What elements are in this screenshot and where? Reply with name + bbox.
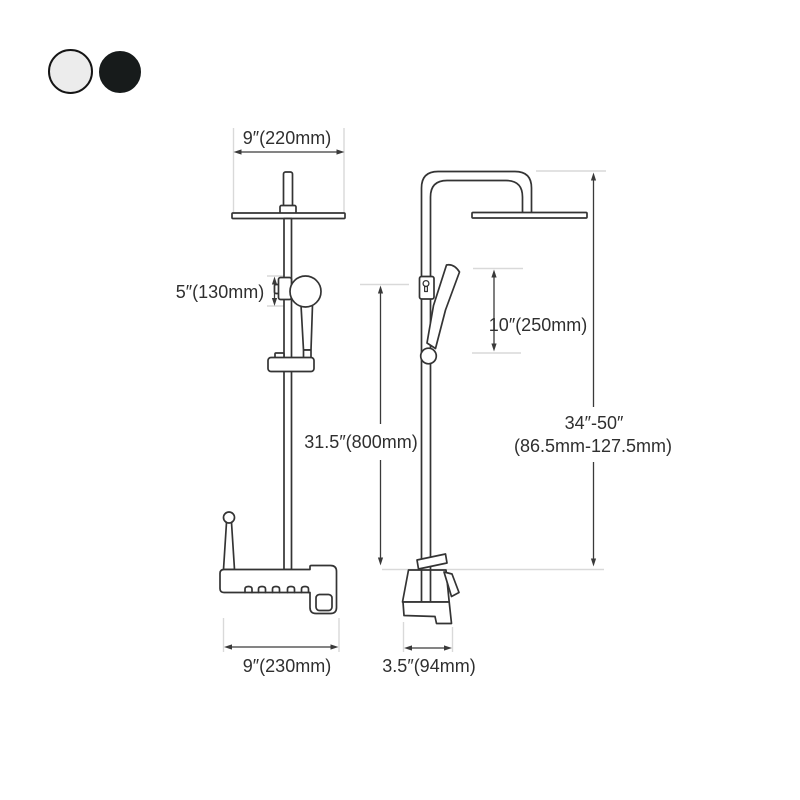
- dim-label-valve-depth: 3.5″(94mm): [382, 656, 475, 676]
- color-swatch-black[interactable]: [99, 50, 141, 93]
- handle-bar-side: [416, 553, 448, 570]
- hand-shower-handle: [300, 304, 314, 351]
- spout-side: [443, 571, 460, 598]
- valve-body-side: [401, 569, 451, 603]
- dimension-lines: [224, 149, 597, 651]
- dim-label-pole-height: 31.5″(800mm): [304, 432, 417, 452]
- valve-base-side: [402, 601, 453, 625]
- dimension-labels: 9″(220mm) 5″(130mm) 31.5″(800mm) 10″(250…: [176, 128, 672, 676]
- dim-label-height-range-line1: 34″-50″: [565, 413, 624, 433]
- slider-bracket-side: [418, 275, 435, 300]
- shower-head-plate-side: [471, 211, 588, 219]
- color-swatch-row: [48, 49, 141, 94]
- lever-knob: [222, 511, 236, 524]
- color-swatch-white[interactable]: [48, 49, 93, 94]
- diverter-button: [315, 593, 333, 612]
- top-pipe: [282, 171, 294, 211]
- side-view-figure: [401, 170, 588, 625]
- riser-pipe-outer: [420, 170, 533, 602]
- valve-body-notches: [244, 585, 310, 594]
- shower-pole: [283, 217, 293, 571]
- dim-label-head-width: 9″(220mm): [243, 128, 331, 148]
- dim-label-slide-travel: 10″(250mm): [489, 315, 587, 335]
- slide-holder: [267, 356, 315, 373]
- valve-body-front: [219, 564, 338, 615]
- hand-shower-head: [289, 275, 322, 308]
- dim-label-hand-shower-height: 5″(130mm): [176, 282, 264, 302]
- slide-end-ball: [419, 347, 438, 365]
- dim-label-valve-width: 9″(230mm): [243, 656, 331, 676]
- front-view-figure: [219, 171, 346, 615]
- riser-pipe-inner: [429, 179, 524, 602]
- dim-label-height-range-line2: (86.5mm-127.5mm): [514, 436, 672, 456]
- bracket-keyhole-stem: [424, 285, 429, 293]
- lever-stem: [222, 521, 236, 571]
- hand-shower-side: [426, 263, 461, 350]
